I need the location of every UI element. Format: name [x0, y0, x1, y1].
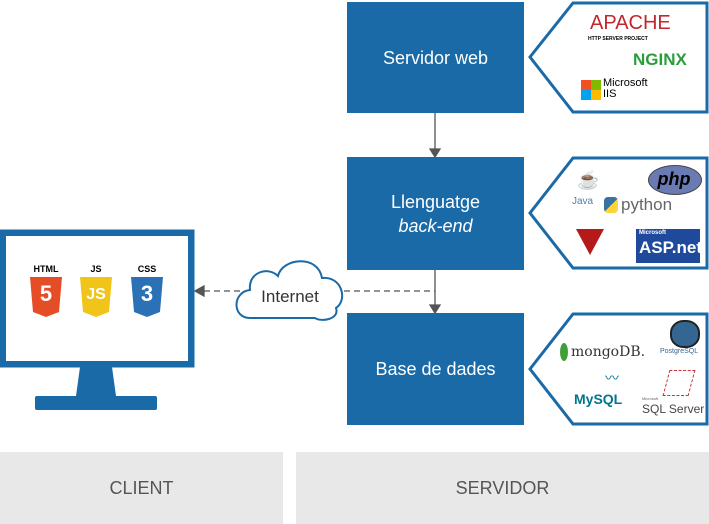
- aspnet-logo: ASP.net: [639, 238, 702, 257]
- client-label: CLIENT: [109, 477, 174, 498]
- database-label: Base de dades: [375, 359, 496, 379]
- nginx-logo: NGINX: [633, 50, 687, 69]
- mongodb-logo: mongoDB.: [571, 344, 646, 360]
- css3-icon: [131, 277, 163, 317]
- windows-icon: [581, 80, 601, 100]
- apache-sub: HTTP SERVER PROJECT: [588, 36, 648, 42]
- web-callout: [528, 1, 709, 114]
- java-cup-icon: ☕: [577, 170, 600, 190]
- backend-box: Llenguatge back-end: [347, 157, 524, 270]
- java-logo: Java: [572, 196, 594, 207]
- php-logo-bg: [648, 165, 702, 195]
- html5-icon: [30, 277, 62, 317]
- arrow-down-icon: [428, 304, 442, 315]
- web-server-box: Servidor web: [347, 2, 524, 113]
- postgresql-logo: PostgreSQL: [660, 348, 699, 355]
- apache-logo: APACHE: [590, 12, 671, 34]
- ruby-icon: [576, 229, 604, 255]
- postgresql-elephant-icon: [670, 320, 700, 348]
- python-logo: python: [621, 195, 673, 214]
- js-glyph: JS: [86, 286, 106, 303]
- backend-label: Llenguatge: [390, 191, 481, 212]
- backend-label-italic: back-end: [398, 215, 473, 236]
- server-label: SERVIDOR: [455, 477, 550, 498]
- internet-label: Internet: [261, 287, 319, 306]
- monitor-icon: [0, 229, 195, 410]
- sqlserver-logo: SQL Server: [642, 402, 705, 416]
- mongodb-leaf-icon: [560, 343, 568, 361]
- js-label: JS: [90, 264, 102, 274]
- js-icon: [80, 277, 112, 317]
- css3-glyph: 3: [140, 281, 154, 306]
- database-box: Base de dades: [347, 313, 524, 425]
- cloud-icon: [235, 260, 344, 321]
- html-label: HTML: [33, 264, 59, 274]
- sqlserver-microsoft: Microsoft: [642, 396, 659, 401]
- client-panel: CLIENT: [0, 452, 283, 524]
- database-callout: [528, 312, 709, 426]
- css-label: CSS: [137, 264, 157, 274]
- arrow-left-icon: [193, 284, 205, 298]
- aspnet-logo-bg: [636, 229, 700, 263]
- mysql-logo: MySQL: [574, 391, 623, 407]
- html5-glyph: 5: [39, 281, 53, 306]
- mysql-dolphin-icon: 〰: [605, 370, 619, 386]
- web-server-label: Servidor web: [382, 47, 489, 68]
- php-logo: php: [657, 169, 691, 189]
- arrow-down-icon: [428, 148, 442, 159]
- python-icon: [604, 197, 618, 213]
- server-panel: SERVIDOR: [296, 452, 709, 524]
- aspnet-microsoft: Microsoft: [639, 230, 666, 236]
